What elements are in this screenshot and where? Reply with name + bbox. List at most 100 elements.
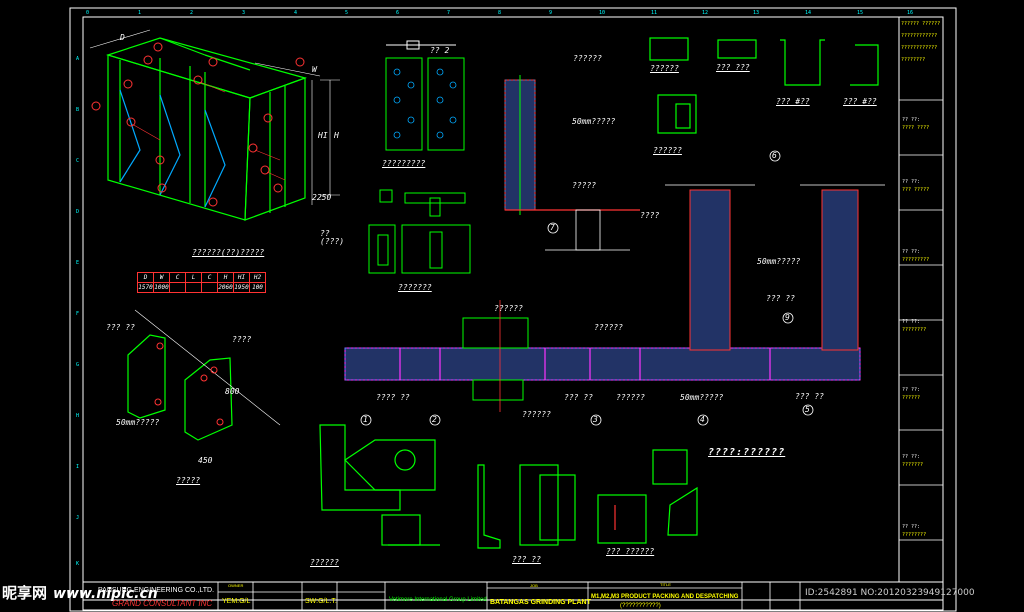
watermark-id: ID:2542891 NO:20120323949127000: [805, 588, 975, 598]
profile-bracket[interactable]: [477, 464, 576, 549]
right-panel-value: ???? ????: [902, 125, 930, 131]
right-panel-label: ?? ??:: [902, 454, 921, 460]
watermark-logo-text: 昵享网: [2, 584, 48, 602]
horizontal-wall-section[interactable]: [344, 184, 885, 412]
right-panel-dividers: [899, 99, 943, 541]
col-tick: 5: [345, 10, 349, 16]
col-tick: 13: [753, 10, 760, 16]
tile-2-label: ??? ???: [716, 63, 750, 72]
callout-number: 7: [550, 223, 555, 232]
drawing-title: M1,M2,M3 PRODUCT PACKING AND DESPATCHING: [591, 594, 739, 600]
row-tick: J: [76, 515, 80, 521]
hinge-title: ?????????: [382, 159, 426, 168]
right-panel-header: ????????????: [901, 33, 938, 39]
latch-detail[interactable]: [368, 189, 471, 274]
table-cell: [185, 282, 202, 293]
col-tick: 15: [857, 10, 864, 16]
row-tick: A: [76, 56, 80, 62]
col-tick: 12: [702, 10, 709, 16]
table-cell: W: [153, 272, 170, 283]
lock-handle-part[interactable]: [319, 424, 440, 546]
col-tick: 2: [190, 10, 194, 16]
scale-note: ??: [320, 229, 330, 238]
title-block-dividers: [217, 582, 801, 610]
panel-note-1: ??? ??: [106, 323, 135, 332]
table-cell: 1000: [153, 282, 170, 293]
tile-3-label: ??? #??: [776, 97, 810, 106]
right-panel-value: ???????: [902, 462, 924, 468]
enclosure-iso-title: ??????(??)?????: [192, 248, 265, 257]
lock-title: ??????: [310, 558, 339, 567]
dim-label-d: D: [120, 33, 125, 42]
table-cell: H: [217, 272, 234, 283]
table-cell: 1570: [137, 282, 154, 293]
row-tick: I: [76, 464, 80, 470]
wall-note-1: ??????: [573, 54, 602, 63]
section-note-3: ??? ??: [766, 294, 795, 303]
curved-panel-markers: [154, 342, 224, 426]
section-note-8: 50mm?????: [680, 393, 724, 402]
watermark-logo: 昵享网 www.nipic.cn: [2, 582, 158, 603]
angle-dim-800: 800: [225, 387, 240, 396]
table-cell: [201, 282, 218, 293]
right-panel-header: ?????? ??????: [901, 21, 941, 27]
table-cell: L: [185, 272, 202, 283]
callout-number: 1: [363, 415, 368, 424]
watermark-url: www.nipic.cn: [53, 586, 158, 602]
row-tick: E: [76, 260, 80, 266]
callout-number: 4: [700, 415, 705, 424]
section-note-5: ??????: [594, 323, 623, 332]
project-name: BATANGAS GRINDING PLANT: [490, 599, 591, 606]
right-panel-value: ????????: [902, 532, 927, 538]
row-tick: C: [76, 158, 80, 164]
right-panel-frame: [898, 16, 944, 583]
callout-number: 6: [772, 151, 777, 160]
sheet-outer-frame: [69, 7, 957, 612]
section-note-4: ??????: [494, 304, 523, 313]
tile-1-label: ??????: [650, 64, 679, 73]
enclosure-isometric[interactable]: [106, 37, 307, 221]
wall-vertical-section[interactable]: [504, 75, 640, 251]
dimension-table-header: D W C L C H HI H2: [137, 272, 266, 283]
table-cell: 2060: [217, 282, 234, 293]
col-tick: 3: [242, 10, 246, 16]
wall-note-2: 50mm?????: [572, 117, 616, 126]
hinge-screws: [393, 68, 457, 139]
consultant-name: GRAND CONSULTANT INC: [112, 599, 213, 608]
section-note-11: ???? ??: [376, 393, 410, 402]
table-cell: HI: [233, 272, 250, 283]
section-joints: [399, 348, 771, 380]
right-panel-label: ?? ??:: [902, 117, 921, 123]
section-title: ????:??????: [708, 447, 786, 458]
owner-cell-1: YEM:G/L: [222, 598, 251, 605]
company-name: PANSUNG ENGINEERING CO.,LTD.: [98, 587, 215, 594]
dimension-table: D W C L C H HI H2 1570 1000 2060 1950 10…: [137, 272, 266, 293]
right-panel-label: ?? ??:: [902, 387, 921, 393]
table-cell: [169, 282, 186, 293]
top-right-tiles[interactable]: [649, 37, 879, 134]
row-tick: K: [76, 561, 80, 567]
hinge-tag: ?? 2: [430, 46, 450, 55]
right-panel-label: ?? ??:: [902, 319, 921, 325]
col-tick: 9: [549, 10, 553, 16]
section-callout-circles: [360, 150, 814, 426]
dim-label-w: W: [312, 65, 317, 74]
enclosure-leader-lines: [131, 81, 286, 181]
dim-label-2250: 2250: [312, 193, 332, 202]
section-note-6: ??? ??: [564, 393, 593, 402]
small-parts-title-2: ??? ??????: [606, 547, 655, 556]
right-panel-value: ????????: [902, 327, 927, 333]
curved-panel-detail[interactable]: [127, 309, 281, 441]
col-tick: 16: [907, 10, 914, 16]
dim-label-h: H: [334, 131, 339, 140]
hinge-detail[interactable]: [385, 40, 465, 151]
latch-title: ???????: [398, 283, 432, 292]
table-cell: C: [169, 272, 186, 283]
panel-note-3: 50mm?????: [116, 418, 160, 427]
row-tick: H: [76, 413, 80, 419]
small-plates[interactable]: [597, 449, 698, 544]
table-cell: 1950: [233, 282, 250, 293]
callout-number: 5: [805, 405, 810, 414]
table-cell: H2: [249, 272, 266, 283]
